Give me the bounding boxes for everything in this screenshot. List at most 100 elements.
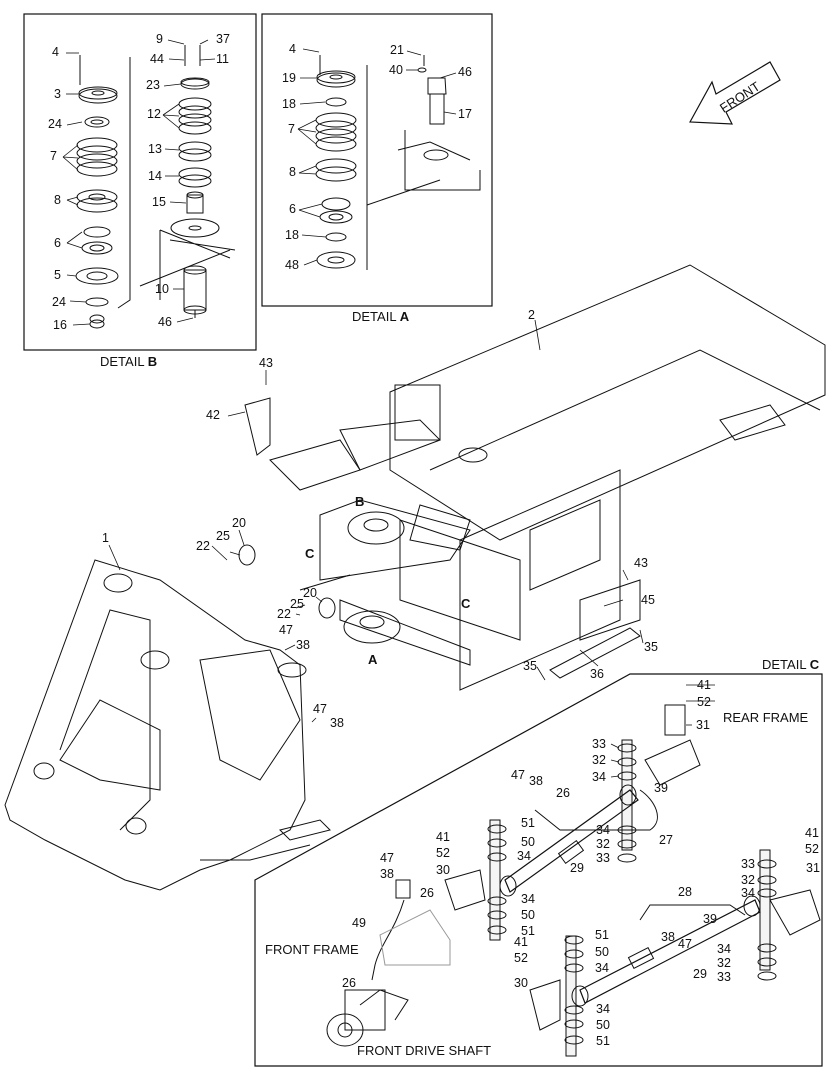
callout-c-38c: 38 xyxy=(661,930,675,944)
callout-main-43b: 43 xyxy=(634,556,648,570)
callout-b-15: 15 xyxy=(152,195,166,209)
callout-main-38b: 38 xyxy=(330,716,344,730)
callout-main-2: 2 xyxy=(528,308,535,322)
callout-b-12: 12 xyxy=(147,107,161,121)
callout-a-18b: 18 xyxy=(285,228,299,242)
callout-a-46: 46 xyxy=(458,65,472,79)
detail-a-frame xyxy=(261,13,493,307)
callout-c-32c: 32 xyxy=(717,956,731,970)
callout-b-9: 9 xyxy=(156,32,163,46)
callout-c-47b: 47 xyxy=(380,851,394,865)
callout-b-24a: 24 xyxy=(48,117,62,131)
detail-c-word: DETAIL xyxy=(762,657,807,672)
callout-c-41b: 41 xyxy=(436,830,450,844)
callout-main-20a: 20 xyxy=(232,516,246,530)
callout-main-25b: 25 xyxy=(290,597,304,611)
callout-b-14: 14 xyxy=(148,169,162,183)
callout-c-30a: 30 xyxy=(436,863,450,877)
callout-main-1: 1 xyxy=(102,531,109,545)
callout-c-51c: 51 xyxy=(595,928,609,942)
callout-main-25a: 25 xyxy=(216,529,230,543)
callout-main-42: 42 xyxy=(206,408,220,422)
callout-c-39b: 39 xyxy=(703,912,717,926)
callout-c-34f: 34 xyxy=(596,1002,610,1016)
section-marker-b: B xyxy=(355,494,365,509)
callout-main-22b: 22 xyxy=(277,607,291,621)
callout-c-47a: 47 xyxy=(511,768,525,782)
callout-c-32d: 32 xyxy=(741,873,755,887)
callout-b-16: 16 xyxy=(53,318,67,332)
callout-c-38a: 38 xyxy=(529,774,543,788)
callout-main-47a: 47 xyxy=(279,623,293,637)
label-front-drive-shaft: FRONT DRIVE SHAFT xyxy=(357,1043,492,1058)
section-marker-a: A xyxy=(368,652,378,667)
callout-c-26b: 26 xyxy=(420,886,434,900)
detail-a-letter: A xyxy=(399,309,410,324)
detail-b-letter: B xyxy=(147,354,158,369)
callout-a-7: 7 xyxy=(288,122,295,136)
callout-c-52d: 52 xyxy=(805,842,819,856)
detail-b-frame xyxy=(23,13,257,351)
callout-c-51d: 51 xyxy=(596,1034,610,1048)
callout-c-33d: 33 xyxy=(741,857,755,871)
callout-a-48: 48 xyxy=(285,258,299,272)
callout-c-52a: 52 xyxy=(697,695,711,709)
callout-c-32a: 32 xyxy=(592,753,606,767)
detail-a-word: DETAIL xyxy=(352,309,397,324)
callout-main-35a: 35 xyxy=(523,659,537,673)
detail-c-letter: C xyxy=(809,657,820,672)
label-front-frame: FRONT FRAME xyxy=(265,942,359,957)
callout-b-23: 23 xyxy=(146,78,160,92)
front-frame-drawing xyxy=(4,559,331,891)
callout-a-6: 6 xyxy=(289,202,296,216)
callout-main-38a: 38 xyxy=(296,638,310,652)
detail-c-title: DETAIL C xyxy=(762,657,819,672)
label-rear-frame: REAR FRAME xyxy=(723,710,809,725)
callout-a-8: 8 xyxy=(289,165,296,179)
callout-c-29b: 29 xyxy=(693,967,707,981)
callout-c-38b: 38 xyxy=(380,867,394,881)
callout-b-24b: 24 xyxy=(52,295,66,309)
callout-main-36: 36 xyxy=(590,667,604,681)
callout-c-34g: 34 xyxy=(717,942,731,956)
callout-c-52c: 52 xyxy=(514,951,528,965)
callout-b-5: 5 xyxy=(54,268,61,282)
callout-c-28: 28 xyxy=(678,885,692,899)
detail-b-parts xyxy=(75,45,236,329)
callout-a-40: 40 xyxy=(389,63,403,77)
detail-b-word: DETAIL xyxy=(100,354,145,369)
callout-c-27: 27 xyxy=(659,833,673,847)
callout-a-17: 17 xyxy=(458,107,472,121)
callout-a-19: 19 xyxy=(282,71,296,85)
front-arrow-outline xyxy=(689,61,781,125)
leader-lines xyxy=(62,39,715,778)
callout-c-34c: 34 xyxy=(517,849,531,863)
rear-frame-drawing xyxy=(238,264,826,691)
callout-b-10: 10 xyxy=(155,282,169,296)
callout-c-50a: 50 xyxy=(521,835,535,849)
callout-b-6: 6 xyxy=(54,236,61,250)
callout-c-50d: 50 xyxy=(596,1018,610,1032)
callout-c-34h: 34 xyxy=(741,886,755,900)
callout-c-50c: 50 xyxy=(595,945,609,959)
callout-main-43a: 43 xyxy=(259,356,273,370)
detail-b-title: DETAIL B xyxy=(100,354,157,369)
callout-c-51a: 51 xyxy=(521,816,535,830)
detail-c-drawing xyxy=(326,704,821,1057)
callout-c-33c: 33 xyxy=(717,970,731,984)
callout-c-26c: 26 xyxy=(342,976,356,990)
callout-b-4: 4 xyxy=(52,45,59,59)
callout-b-8: 8 xyxy=(54,193,61,207)
callout-c-30b: 30 xyxy=(514,976,528,990)
callout-c-41c: 41 xyxy=(514,935,528,949)
callout-c-51b: 51 xyxy=(521,924,535,938)
callout-b-44: 44 xyxy=(150,52,164,66)
callout-c-34a: 34 xyxy=(592,770,606,784)
detail-c-frame xyxy=(254,673,823,1067)
callout-c-31b: 31 xyxy=(806,861,820,875)
callout-c-33b: 33 xyxy=(596,851,610,865)
callout-c-41a: 41 xyxy=(697,678,711,692)
callout-a-18a: 18 xyxy=(282,97,296,111)
callout-b-3: 3 xyxy=(54,87,61,101)
